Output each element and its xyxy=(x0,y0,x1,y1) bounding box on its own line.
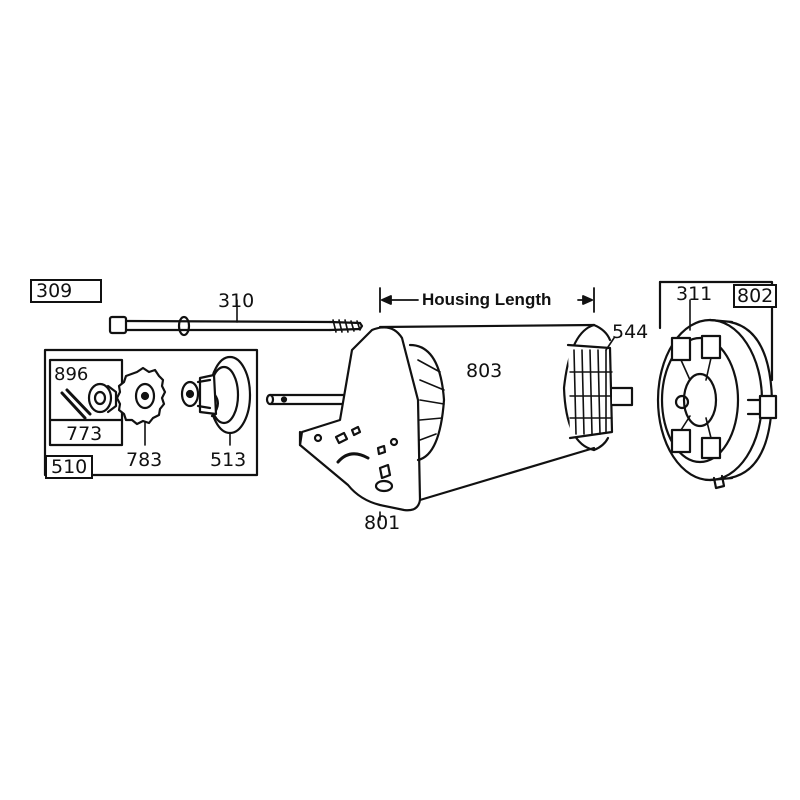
pinion-513-drawing xyxy=(180,355,252,446)
part-label-773: 773 xyxy=(66,423,103,445)
part-label-896: 896 xyxy=(54,364,89,385)
drive-end-cap-801-drawing xyxy=(298,326,446,521)
gear-783-drawing xyxy=(115,366,167,446)
part-label-311: 311 xyxy=(676,283,713,305)
housing-length-dimension xyxy=(379,287,595,313)
part-label-803: 803 xyxy=(466,360,503,382)
part-label-309: 309 xyxy=(30,279,102,303)
through-bolt-310-drawing xyxy=(108,299,364,337)
housing-length-label: Housing Length xyxy=(422,290,552,309)
commutator-544-drawing xyxy=(566,337,634,440)
drive-kit-box-510 xyxy=(43,348,259,477)
part-label-513: 513 xyxy=(210,449,247,471)
part-label-801: 801 xyxy=(364,512,401,534)
part-label-783: 783 xyxy=(126,449,163,471)
brush-end-cap-802-drawing xyxy=(656,280,778,490)
part-label-510: 510 xyxy=(45,455,94,479)
part-label-310: 310 xyxy=(218,290,255,312)
part-label-802: 802 xyxy=(733,284,778,308)
motor-housing-803-drawing xyxy=(378,323,612,502)
part-label-544: 544 xyxy=(612,321,649,343)
